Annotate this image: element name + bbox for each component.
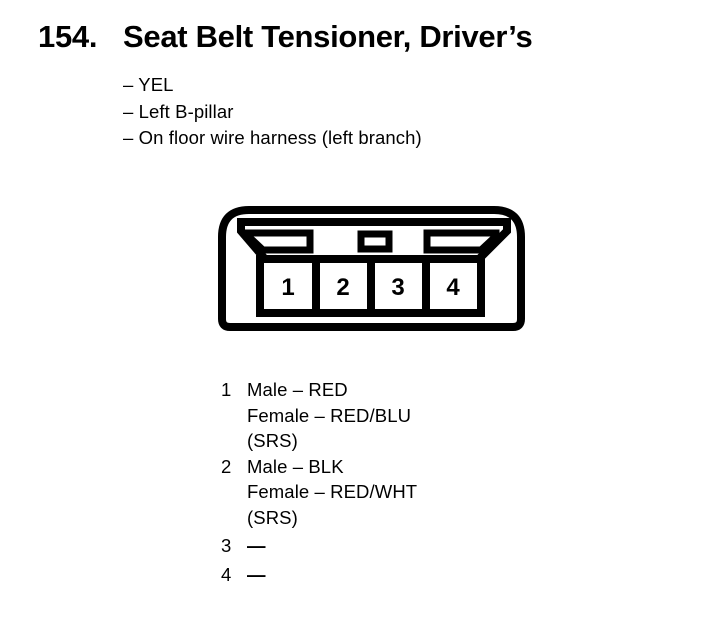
connector-tab-right [423, 229, 500, 254]
connector-key-slot [357, 230, 393, 253]
legend-row-pin-3: 3 — [221, 533, 417, 559]
pin-3-label: 3 [391, 274, 404, 301]
legend-row-pin-2: 2 Male – BLK Female – RED/WHT (SRS) [221, 454, 417, 531]
wire-female: Female – RED/WHT [247, 481, 418, 502]
legend-pin-number: 1 [221, 379, 232, 400]
wire-system: (SRS) [247, 430, 298, 451]
legend-pin-number: 4 [221, 563, 232, 585]
wire-none: — [247, 563, 266, 585]
pin-1-label: 1 [281, 274, 294, 301]
page-title: Seat Belt Tensioner, Driver’s [123, 19, 533, 54]
pin-2-label: 2 [336, 274, 349, 301]
legend-pin-number: 2 [221, 455, 232, 477]
detail-harness: – On floor wire harness (left branch) [123, 127, 422, 148]
entry-heading: 154. Seat Belt Tensioner, Driver’s [38, 19, 533, 54]
wire-female: Female – RED/BLU [247, 404, 412, 426]
entry-number: 154. [38, 19, 98, 54]
legend-pin-number: 3 [221, 535, 232, 556]
detail-list: – YEL – Left B-pillar – On floor wire ha… [123, 72, 422, 152]
legend-pin-wires: Male – BLK Female – RED/WHT (SRS) [247, 454, 417, 531]
detail-location: – Left B-pillar [123, 100, 234, 122]
connector-tab-left [244, 229, 314, 254]
wire-system: (SRS) [247, 506, 298, 528]
connector-diagram: 1 2 3 4 [218, 206, 525, 331]
pin-legend: 1 Male – RED Female – RED/BLU (SRS) 2 Ma… [221, 377, 417, 587]
legend-row-pin-1: 1 Male – RED Female – RED/BLU (SRS) [221, 377, 417, 454]
wire-none: — [247, 535, 266, 556]
detail-wire-color: – YEL [123, 74, 174, 95]
legend-pin-wires: — [247, 562, 266, 588]
legend-pin-wires: Male – RED Female – RED/BLU (SRS) [247, 377, 411, 454]
wire-male: Male – RED [247, 379, 348, 400]
wire-male: Male – BLK [247, 455, 344, 477]
legend-row-pin-4: 4 — [221, 562, 417, 588]
pin-4-label: 4 [446, 274, 460, 301]
legend-pin-wires: — [247, 533, 266, 559]
